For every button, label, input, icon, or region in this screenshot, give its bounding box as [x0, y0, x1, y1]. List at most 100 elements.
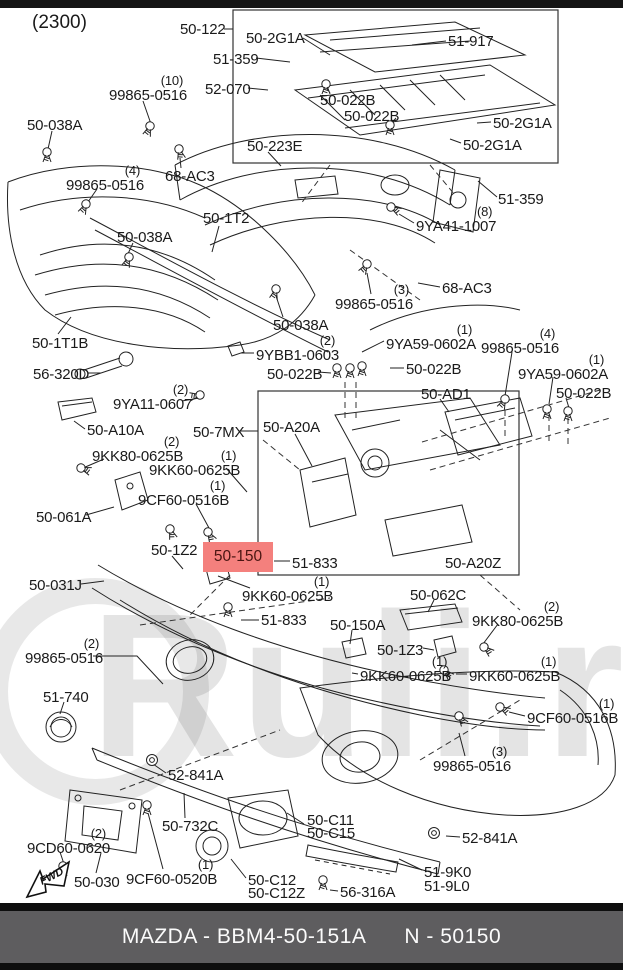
part-label: 68-AC3: [165, 168, 215, 185]
lower-trim-parts: [91, 747, 441, 875]
footer-inner: MAZDA - BBM4-50-151A N - 50150: [0, 911, 623, 963]
part-qty: (3): [491, 744, 508, 759]
part-label: 68-AC3: [442, 280, 492, 297]
part-label: (1)9CF60-0516B: [527, 696, 619, 727]
part-label: 50-2G1A: [493, 115, 552, 132]
part-label: (1)9CF60-0520B: [126, 857, 218, 888]
part-label: (1)9YA59-0602A: [386, 322, 477, 353]
part-label: 50-1T2: [203, 210, 250, 227]
part-label: 51-833: [292, 555, 338, 572]
alignment-dashes: [119, 164, 611, 791]
part-label: 50-C15: [307, 825, 355, 842]
part-label: 52-070: [205, 81, 251, 98]
part-label: (2)99865-0516: [25, 636, 104, 667]
part-label: 50-A20A: [263, 419, 320, 436]
part-qty: (2): [172, 382, 189, 397]
part-label: (4)99865-0516: [66, 163, 145, 194]
sheet-code: (2300): [32, 12, 87, 33]
part-label: (2)9KK80-0625B: [92, 434, 184, 465]
part-label: 50-022B: [556, 385, 612, 402]
part-label: 51-740: [43, 689, 89, 706]
part-label: 50-062C: [410, 587, 467, 604]
part-label: 51-917: [448, 33, 494, 50]
part-qty: (1): [540, 654, 557, 669]
part-label: 50-C12Z: [248, 885, 305, 902]
part-label: 50-732C: [162, 818, 219, 835]
assembly-group-boxes: [232, 9, 559, 576]
part-label: 50-AD1: [421, 386, 471, 403]
part-qty: (1): [197, 857, 214, 872]
bumper-reinforcement: [174, 134, 521, 331]
part-qty: (4): [124, 163, 141, 178]
part-label: 50-1Z2: [151, 542, 198, 559]
small-parts: [45, 341, 463, 854]
part-label: (1)9KK60-0625B: [242, 574, 334, 605]
part-label: 50-022B: [406, 361, 462, 378]
footer-bar: MAZDA - BBM4-50-151A N - 50150: [0, 903, 623, 970]
part-label: 51-833: [261, 612, 307, 629]
part-label: 51-9K0: [424, 864, 472, 881]
shutter-bracket-assembly: [299, 397, 533, 557]
part-label: (2)9YA11-0607: [113, 382, 193, 413]
part-label: 50-122: [180, 21, 226, 38]
part-label: (3)99865-0516: [433, 744, 512, 775]
part-qty: (1): [588, 352, 605, 367]
part-label: (1)9CF60-0516B: [138, 478, 230, 509]
part-label: 50-022B: [267, 366, 323, 383]
part-label: 50-2G1A: [463, 137, 522, 154]
part-label: (1)9KK60-0625B: [149, 448, 241, 479]
part-label: (2)9KK80-0625B: [472, 599, 564, 630]
part-label: 50-A20Z: [445, 555, 502, 572]
part-label: 50-038A: [273, 317, 329, 334]
part-label: 50-C11: [307, 812, 354, 829]
part-label: 50-2G1A: [246, 30, 305, 47]
part-qty: (2): [543, 599, 560, 614]
part-label: 50-150A: [330, 617, 386, 634]
part-label: 50-C12: [248, 872, 296, 889]
part-label: (1)9YA59-0602A: [518, 352, 609, 383]
part-qty: (1): [209, 478, 226, 493]
fwd-arrow: FWD: [25, 860, 71, 899]
part-qty: (10): [160, 73, 184, 88]
part-qty: (3): [393, 282, 410, 297]
part-label: (2)9CD60-0620: [27, 826, 111, 857]
part-label: 50-038A: [27, 117, 83, 134]
part-qty: (1): [431, 654, 448, 669]
selected-part-highlight[interactable]: 50-150: [203, 542, 273, 572]
part-label: 51-9L0: [424, 878, 470, 895]
part-label: 52-841A: [168, 767, 224, 784]
footer-part-number: N - 50150: [404, 925, 502, 948]
part-label: (1)9KK60-0625B: [360, 654, 452, 685]
part-label: 50-022B: [344, 108, 400, 125]
part-qty: (2): [319, 333, 336, 348]
grille-parts: [293, 21, 557, 136]
lower-bumper-face: [91, 564, 616, 816]
part-qty: (2): [163, 434, 180, 449]
part-qty: (1): [456, 322, 473, 337]
part-qty: (2): [90, 826, 107, 841]
part-qty: (1): [598, 696, 615, 711]
part-label: 50-061A: [36, 509, 92, 526]
part-label: 52-841A: [462, 830, 518, 847]
top-black-bar: [0, 0, 623, 8]
part-label: 56-320D: [33, 366, 90, 383]
part-label: (10)99865-0516: [109, 73, 188, 104]
part-label: 56-316A: [340, 884, 396, 901]
part-label: 51-359: [213, 51, 259, 68]
part-label: (1)9KK60-0625B: [469, 654, 561, 685]
part-label: (8)9YA41-1007: [416, 204, 497, 235]
part-qty: (8): [477, 204, 493, 219]
part-label: (3)99865-0516: [335, 282, 414, 313]
part-label: 50-223E: [247, 138, 303, 155]
part-label: 50-1T1B: [32, 335, 89, 352]
part-qty: (2): [83, 636, 100, 651]
part-label: 50-022B: [320, 92, 376, 109]
part-qty: (1): [220, 448, 237, 463]
part-label: 50-038A: [117, 229, 173, 246]
part-label: (4)99865-0516: [481, 326, 560, 357]
part-qty: (4): [539, 326, 556, 341]
part-label: 50-031J: [29, 577, 82, 594]
part-label: 50-030: [74, 874, 120, 891]
